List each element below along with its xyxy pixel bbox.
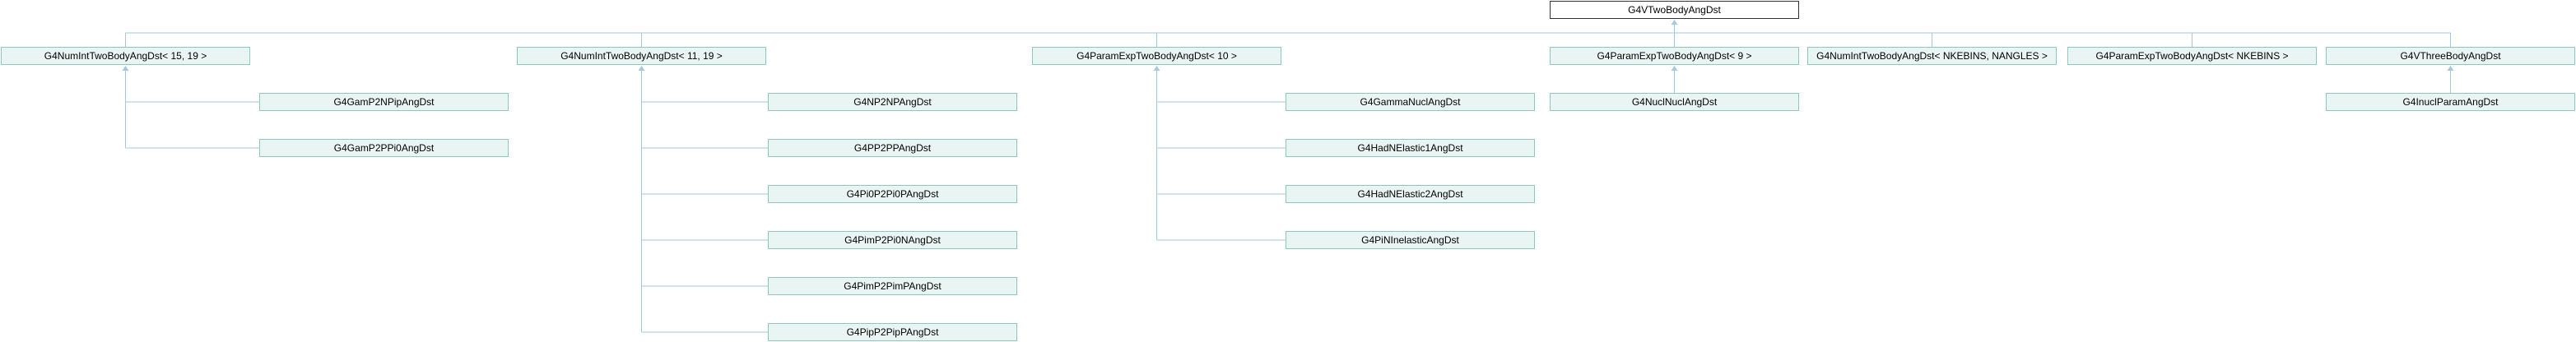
- class-node[interactable]: G4VThreeBodyAngDst: [2326, 47, 2575, 65]
- inheritance-arrowhead: [638, 66, 645, 71]
- class-node[interactable]: G4PimP2PimPAngDst: [768, 277, 1017, 295]
- inheritance-arrowhead: [2447, 66, 2454, 71]
- class-node[interactable]: G4GamP2PPi0AngDst: [259, 139, 509, 157]
- class-node[interactable]: G4HadNElastic1AngDst: [1286, 139, 1535, 157]
- class-node[interactable]: G4GamP2NPipAngDst: [259, 93, 509, 111]
- class-node[interactable]: G4InuclParamAngDst: [2326, 93, 2575, 111]
- class-node[interactable]: G4ParamExpTwoBodyAngDst< 9 >: [1550, 47, 1799, 65]
- class-node[interactable]: G4NumIntTwoBodyAngDst< 11, 19 >: [517, 47, 766, 65]
- class-node[interactable]: G4HadNElastic2AngDst: [1286, 185, 1535, 203]
- class-node[interactable]: G4GammaNuclAngDst: [1286, 93, 1535, 111]
- inheritance-arrowhead: [1153, 66, 1160, 71]
- root-class-node[interactable]: G4VTwoBodyAngDst: [1550, 1, 1799, 19]
- class-node[interactable]: G4ParamExpTwoBodyAngDst< NKEBINS >: [2067, 47, 2317, 65]
- inheritance-arrowhead: [122, 66, 129, 71]
- class-node[interactable]: G4Pi0P2Pi0PAngDst: [768, 185, 1017, 203]
- class-node[interactable]: G4NumIntTwoBodyAngDst< NKEBINS, NANGLES …: [1807, 47, 2057, 65]
- inheritance-arrowhead: [1671, 20, 1678, 25]
- class-node[interactable]: G4NuclNuclAngDst: [1550, 93, 1799, 111]
- class-node[interactable]: G4ParamExpTwoBodyAngDst< 10 >: [1032, 47, 1281, 65]
- class-node[interactable]: G4PP2PPAngDst: [768, 139, 1017, 157]
- inheritance-arrowhead: [1671, 66, 1678, 71]
- class-node[interactable]: G4PimP2Pi0NAngDst: [768, 231, 1017, 249]
- class-node[interactable]: G4PiNInelasticAngDst: [1286, 231, 1535, 249]
- class-node[interactable]: G4PipP2PipPAngDst: [768, 323, 1017, 341]
- class-node[interactable]: G4NP2NPAngDst: [768, 93, 1017, 111]
- class-node[interactable]: G4NumIntTwoBodyAngDst< 15, 19 >: [1, 47, 250, 65]
